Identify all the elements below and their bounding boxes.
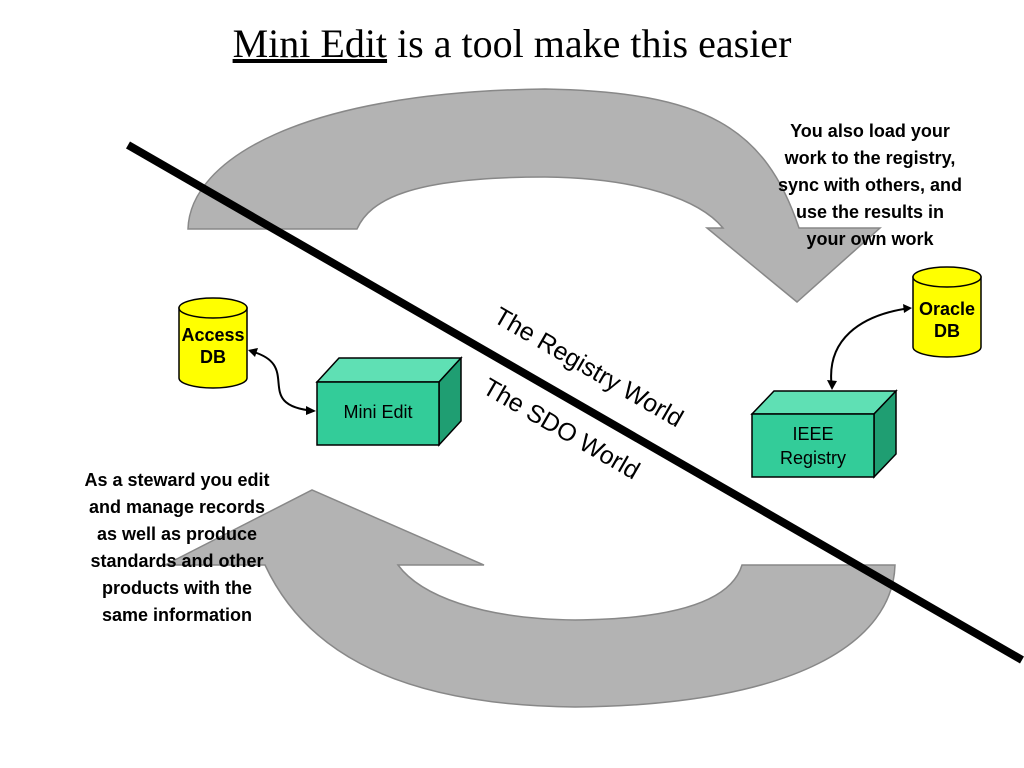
upper-curved-arrow (187, 88, 882, 303)
mini-edit-label-line: Mini Edit (343, 402, 413, 422)
access-mini-connector (249, 350, 315, 412)
steward-note-line: products with the (102, 578, 252, 598)
mini-connector-arrowhead (306, 406, 316, 415)
access-connector-arrowhead (248, 348, 258, 357)
title-rest: is a tool make this easier (387, 21, 792, 66)
oracle-db-label: Oracle DB (897, 298, 997, 342)
registry-note-line: sync with others, and (777, 175, 963, 195)
mini-edit-box (315, 356, 463, 447)
access-db-label: Access DB (163, 324, 263, 368)
mini-edit-label: Mini Edit (317, 400, 439, 424)
lower-curved-arrow (164, 489, 896, 708)
oracle-db-cylinder (912, 266, 982, 358)
ieee-connector-arrowhead (827, 380, 837, 390)
registry-note-line: You also load your (790, 121, 950, 141)
steward-note-line: standards and other (90, 551, 264, 571)
steward-note: As a steward you edit and manage records… (52, 467, 302, 629)
access-db-cylinder (178, 297, 248, 389)
ieee-registry-box (750, 389, 898, 479)
page-title: Mini Edit is a tool make this easier (0, 20, 1024, 67)
oracle-db-label-line: Oracle (918, 299, 976, 319)
ieee-registry-label: IEEE Registry (752, 422, 874, 470)
steward-note-line: As a steward you edit (84, 470, 270, 490)
oracle-ieee-connector (830, 307, 911, 389)
registry-note: You also load your work to the registry,… (745, 118, 995, 253)
registry-note-line: use the results in (795, 202, 945, 222)
title-underlined: Mini Edit (232, 21, 388, 66)
ieee-registry-label-line: Registry (779, 448, 846, 468)
registry-note-line: your own work (806, 229, 934, 249)
world-divider-line (126, 141, 1024, 664)
ieee-registry-label-line: IEEE (792, 424, 834, 444)
access-db-label-line: Access (181, 325, 245, 345)
steward-note-line: same information (101, 605, 253, 625)
steward-note-line: and manage records (88, 497, 266, 517)
oracle-connector-arrowhead (903, 304, 912, 313)
oracle-db-label-line: DB (934, 321, 960, 341)
steward-note-line: as well as produce (96, 524, 258, 544)
registry-note-line: work to the registry, (784, 148, 956, 168)
access-db-label-line: DB (200, 347, 226, 367)
